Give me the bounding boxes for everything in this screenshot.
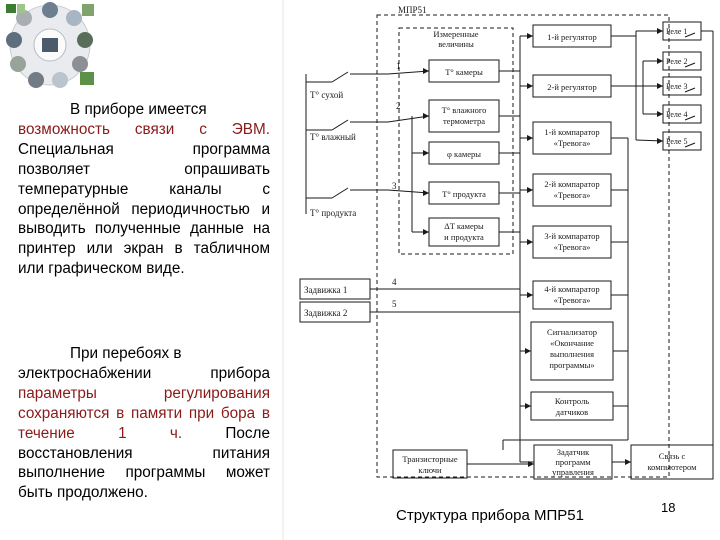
paragraph-computer-link: В приборе имеется возможность связи с ЭВМ…	[18, 100, 270, 279]
measure-block-chamber-phi: φ камеры	[447, 149, 481, 159]
controller-1: 1-й регулятор	[547, 32, 596, 42]
comparator-2-line2: «Тревога»	[554, 190, 591, 200]
input-number-3: 3	[392, 181, 397, 191]
comparator-3-line1: 3-й компаратор	[544, 231, 599, 241]
relay-3: Реле 3	[666, 82, 687, 91]
page-number: 18	[661, 500, 676, 515]
signaller-line2: «Окончание	[550, 338, 594, 348]
sensor-label-product: T° продукта	[310, 208, 356, 218]
device-structure-diagram: МПР51 Измеренные величины T° сухой T° вл…	[299, 5, 714, 480]
relay-1: Реле 1	[666, 27, 687, 36]
measure-block-product-temp: T° продукта	[442, 189, 486, 199]
input-number-2: 2	[396, 101, 401, 111]
computer-link-line2: компьютером	[647, 462, 697, 472]
diagram-caption: Структура прибора МПР51	[396, 507, 584, 524]
sensor-control-line2: датчиков	[556, 407, 588, 417]
comparator-1-line1: 1-й компаратор	[544, 127, 599, 137]
transistor-keys-line2: ключи	[418, 465, 442, 475]
text-column: В приборе имеется возможность связи с ЭВМ…	[0, 0, 282, 540]
controller-2: 2-й регулятор	[547, 82, 596, 92]
signaller-line3: выполнения	[550, 349, 594, 359]
logo-collage-icon	[6, 2, 94, 88]
paragraph2-first-line: При перебоях в	[70, 345, 182, 362]
gate-label-1: Задвижка 1	[304, 285, 347, 295]
measure-block-delta-1: ΔT камеры	[444, 221, 484, 231]
input-number-5: 5	[392, 299, 397, 309]
comparator-1-line2: «Тревога»	[554, 138, 591, 148]
device-label: МПР51	[398, 5, 427, 15]
relay-4: Реле 4	[666, 110, 687, 119]
paragraph-power-failure: При перебоях в электроснабжении прибора п…	[18, 344, 270, 503]
sensor-label-wet: T° влажный	[310, 132, 356, 142]
computer-link-line1: Связь с	[659, 451, 686, 461]
comparator-4-line2: «Тревога»	[554, 295, 591, 305]
input-number-4: 4	[392, 277, 397, 287]
comparator-2-line1: 2-й компаратор	[544, 179, 599, 189]
measured-group-label-2: величины	[438, 39, 474, 49]
measure-block-delta-2: и продукта	[444, 232, 484, 242]
program-setter-line2: программ	[555, 457, 591, 467]
relay-2: Реле 2	[666, 57, 687, 66]
comparator-3-line2: «Тревога»	[554, 242, 591, 252]
comparator-4-line1: 4-й компаратор	[544, 284, 599, 294]
measure-block-chamber-temp: T° камеры	[445, 67, 483, 77]
signaller-line4: программы»	[549, 360, 594, 370]
sensor-label-dry: T° сухой	[310, 90, 343, 100]
paragraph2-part1: электроснабжении прибора	[18, 364, 270, 382]
paragraph2-highlight: параметры регулирования сохраняются в па…	[18, 384, 270, 442]
paragraph1-body: Специальная программа позволяет опрашива…	[18, 140, 270, 278]
measure-block-wet-thermometer-1: T° влажного	[442, 105, 487, 115]
program-setter-line1: Задатчик	[557, 447, 590, 457]
measure-block-wet-thermometer-2: термометра	[443, 116, 485, 126]
signaller-line1: Сигнализатор	[547, 327, 597, 337]
measured-group-label-1: Измеренные	[433, 29, 478, 39]
paragraph1-first-line: В приборе имеется	[70, 101, 207, 118]
paragraph1-highlight: возможность связи с ЭВМ.	[18, 120, 270, 138]
relay-5: Реле 5	[666, 137, 687, 146]
gate-label-2: Задвижка 2	[304, 308, 347, 318]
input-number-1: 1	[396, 61, 401, 71]
column-divider	[282, 0, 284, 540]
paragraph2-body: После восстановления питания выполнение …	[18, 424, 270, 502]
transistor-keys-line1: Транзисторные	[402, 454, 457, 464]
program-setter-line3: управления	[552, 467, 594, 477]
sensor-control-line1: Контроль	[555, 396, 589, 406]
